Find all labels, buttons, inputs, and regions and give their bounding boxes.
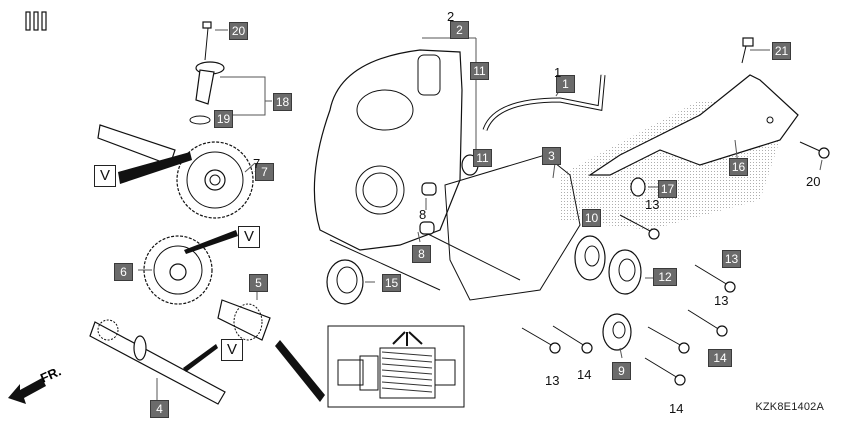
callout-21[interactable]: 20 [229, 22, 248, 40]
label-7-plain: 7 [253, 156, 261, 171]
callout-3[interactable]: 3 [542, 147, 561, 165]
speed-sensor-harness [25, 11, 216, 130]
v-arrow-1 [118, 152, 192, 184]
callout-1[interactable]: 1 [556, 75, 575, 93]
label-2-plain: 2 [447, 9, 455, 24]
callout-13-boxed[interactable]: 13 [722, 250, 741, 268]
callout-11-upper[interactable]: 11 [470, 62, 489, 80]
callout-6[interactable]: 6 [114, 263, 133, 281]
callout-8[interactable]: 8 [412, 245, 431, 263]
bolts [521, 214, 729, 379]
leader-lines [138, 28, 823, 400]
countershaft-gear-5 [217, 299, 271, 341]
gasket-3 [444, 154, 581, 301]
transmission-case [313, 49, 521, 291]
countershaft-gear-6 [143, 235, 213, 305]
dowel-pin-upper [421, 182, 437, 196]
final-gear-assembly [97, 124, 254, 219]
dowel-pin-lower [419, 221, 435, 235]
rubber-bushing-17 [630, 177, 646, 197]
v-arrow-2 [184, 230, 238, 254]
label-20-plain: 20 [806, 174, 821, 189]
v-marker-3: V [221, 339, 243, 361]
callout-5[interactable]: 5 [249, 274, 268, 292]
callout-16[interactable]: 16 [729, 158, 748, 176]
bearing-9 [602, 313, 632, 351]
bearing-15 [326, 259, 364, 305]
callout-12[interactable]: 12 [653, 268, 677, 286]
bracket-16 [588, 74, 799, 176]
callout-2[interactable]: 2 [450, 21, 469, 39]
label-14-bottom: 14 [669, 401, 684, 416]
callout-9[interactable]: 9 [612, 362, 631, 380]
bolt-heads [549, 228, 736, 386]
v-marker-2: V [238, 226, 260, 248]
inset-arrow [275, 340, 325, 402]
callout-4[interactable]: 4 [150, 400, 169, 418]
label-13-top: 13 [645, 197, 660, 212]
label-13-mid: 13 [714, 293, 729, 308]
callout-19[interactable]: 19 [214, 110, 233, 128]
label-1-plain: 1 [554, 65, 562, 80]
callout-10[interactable]: 10 [582, 209, 601, 227]
callout-18[interactable]: 18 [273, 93, 292, 111]
oil-seal-12 [608, 249, 642, 295]
front-direction-arrow [8, 378, 46, 404]
label-8-plain: 8 [419, 207, 427, 222]
final-shaft-4 [89, 319, 226, 405]
callout-17[interactable]: 17 [658, 180, 677, 198]
bearing-10 [574, 235, 606, 281]
callout-15[interactable]: 15 [382, 274, 401, 292]
callout-7[interactable]: 7 [255, 163, 274, 181]
diagram-code: KZK8E1402A [755, 401, 824, 413]
breather-tube-1 [482, 74, 606, 131]
detail-inset [327, 325, 465, 408]
bolt-20-top [741, 37, 754, 64]
callout-20[interactable]: 21 [772, 42, 791, 60]
v-arrow-3 [183, 344, 218, 372]
callout-11-lower[interactable]: 11 [473, 149, 492, 167]
label-13-bottom: 13 [545, 373, 560, 388]
bolt-20-right [799, 141, 830, 159]
label-14-left: 14 [577, 367, 592, 382]
callout-14-boxed[interactable]: 14 [708, 349, 732, 367]
v-marker-1: V [94, 165, 116, 187]
speed-sensor [189, 21, 225, 125]
